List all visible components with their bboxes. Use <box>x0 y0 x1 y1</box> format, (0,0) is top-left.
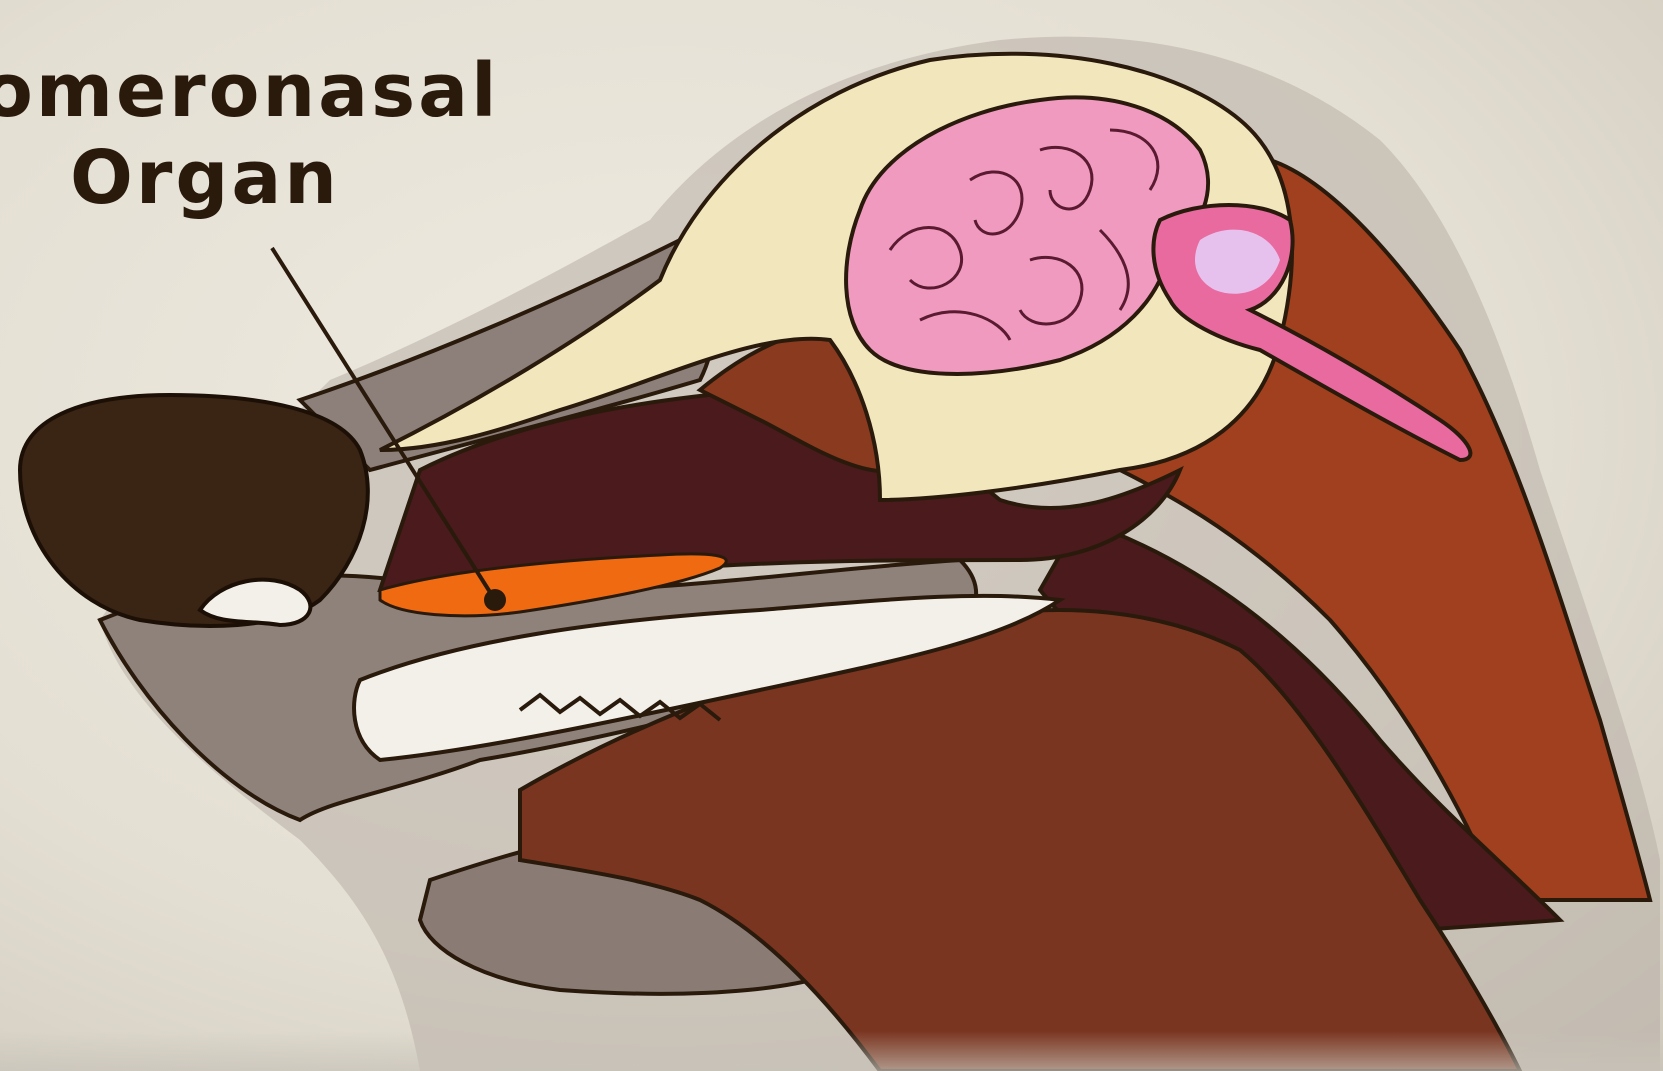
organ-label-line2: Organ <box>0 135 499 222</box>
label-pointer-dot <box>484 589 506 611</box>
organ-label-line1: omeronasal <box>0 48 499 134</box>
organ-label: omeronasal Organ <box>0 48 499 223</box>
nose <box>20 395 368 626</box>
bottom-fade <box>0 1031 1663 1071</box>
